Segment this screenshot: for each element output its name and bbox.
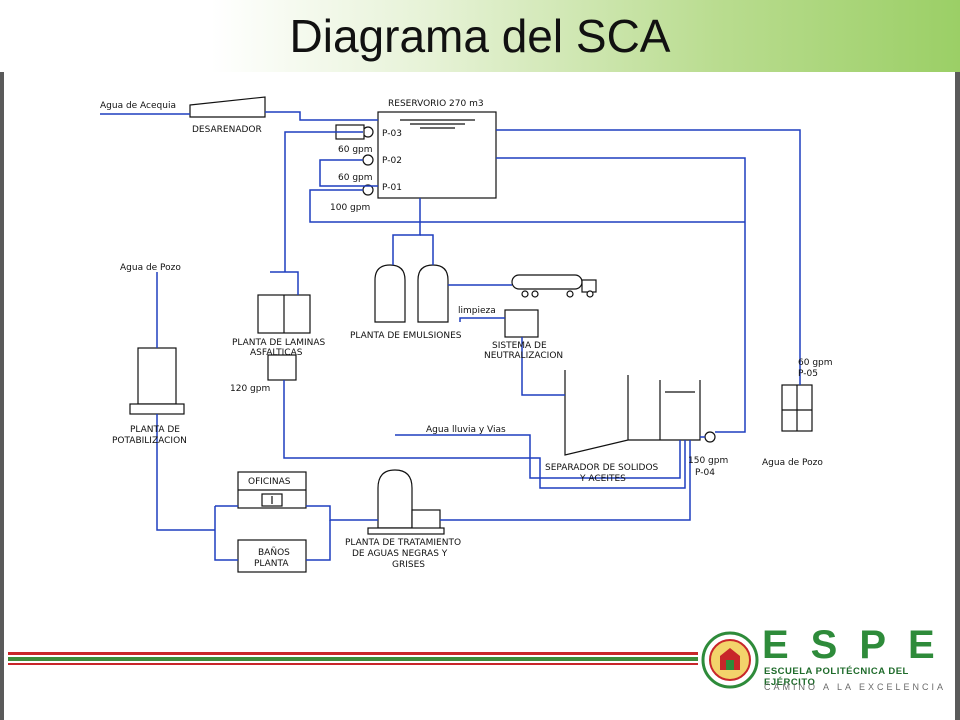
- label-p02: P-02: [382, 156, 402, 166]
- label-p04: P-04: [695, 468, 715, 478]
- label-oficinas: OFICINAS: [248, 477, 291, 487]
- label-banos-1: BAÑOS: [258, 547, 290, 558]
- espe-motto: CAMINO A LA EXCELENCIA: [764, 682, 947, 692]
- frame-right-border: [955, 72, 960, 720]
- reservorio-tank: [377, 111, 497, 199]
- label-planta-laminas-1: PLANTA DE LAMINAS: [232, 338, 326, 348]
- label-60gpm-a: 60 gpm: [338, 145, 373, 155]
- label-planta-emulsiones: PLANTA DE EMULSIONES: [350, 331, 462, 341]
- tanker-truck-icon: [511, 274, 597, 298]
- label-planta-trat-1: PLANTA DE TRATAMIENTO: [345, 538, 461, 548]
- potabilizacion-tank: [137, 347, 177, 405]
- label-agua-lluvia: Agua lluvia y Vias: [426, 425, 506, 435]
- emulsion-tank-2: [417, 264, 449, 323]
- espe-school-name: ESCUELA POLITÉCNICA DEL EJÉRCITO: [764, 666, 909, 688]
- pump-p04: [704, 431, 716, 443]
- label-60gpm-b: 60 gpm: [338, 173, 373, 183]
- footer-stripe-red: [8, 652, 698, 655]
- label-sistema-1: SISTEMA DE: [492, 341, 547, 351]
- espe-seal-icon: [701, 631, 759, 689]
- label-desarenador: DESARENADOR: [192, 125, 262, 135]
- emulsion-tank-1: [374, 264, 406, 323]
- label-limpieza: limpieza: [458, 306, 496, 316]
- label-agua-acequia: Agua de Acequia: [100, 101, 176, 111]
- espe-logo: ESPE ESCUELA POLITÉCNICA DEL EJÉRCITO CA…: [700, 620, 950, 712]
- label-150gpm: 150 gpm: [688, 456, 728, 466]
- label-planta-potab-1: PLANTA DE: [130, 425, 180, 435]
- label-planta-trat-3: GRISES: [392, 560, 425, 570]
- label-separador-2: Y ACEITES: [579, 474, 626, 484]
- label-sistema-2: NEUTRALIZACION: [484, 351, 563, 361]
- separador-tank: [564, 370, 701, 456]
- planta-tratamiento-tank: [377, 469, 413, 529]
- label-reservorio: RESERVORIO 270 m3: [388, 99, 484, 109]
- label-agua-pozo-right: Agua de Pozo: [762, 458, 823, 468]
- label-120gpm: 120 gpm: [230, 384, 270, 394]
- neutralizacion-tank: [504, 309, 539, 338]
- footer-stripe-red-2: [8, 663, 698, 665]
- pump-p02: [362, 154, 374, 166]
- header-bar: [0, 0, 960, 72]
- label-100gpm: 100 gpm: [330, 203, 370, 213]
- banos-building: [237, 539, 307, 573]
- label-60gpm-c: 60 gpm: [798, 358, 833, 368]
- label-p05: P-05: [798, 369, 818, 379]
- label-p01: P-01: [382, 183, 402, 193]
- label-planta-potab-2: POTABILIZACION: [112, 436, 187, 446]
- label-agua-pozo-left: Agua de Pozo: [120, 263, 181, 273]
- desarenador-tank: [189, 96, 266, 118]
- footer-stripe-green: [8, 657, 698, 661]
- pipe-network: [100, 111, 801, 561]
- label-p03: P-03: [382, 129, 402, 139]
- label-separador-1: SEPARADOR DE SOLIDOS: [545, 463, 659, 473]
- slide-title: Diagrama del SCA: [289, 10, 671, 62]
- frame-left-border: [0, 72, 4, 720]
- espe-letters: ESPE: [762, 623, 957, 667]
- label-planta-trat-2: DE AGUAS NEGRAS Y: [352, 549, 448, 559]
- label-banos-2: PLANTA: [254, 559, 289, 569]
- label-planta-laminas-2: ASFALTICAS: [250, 348, 303, 358]
